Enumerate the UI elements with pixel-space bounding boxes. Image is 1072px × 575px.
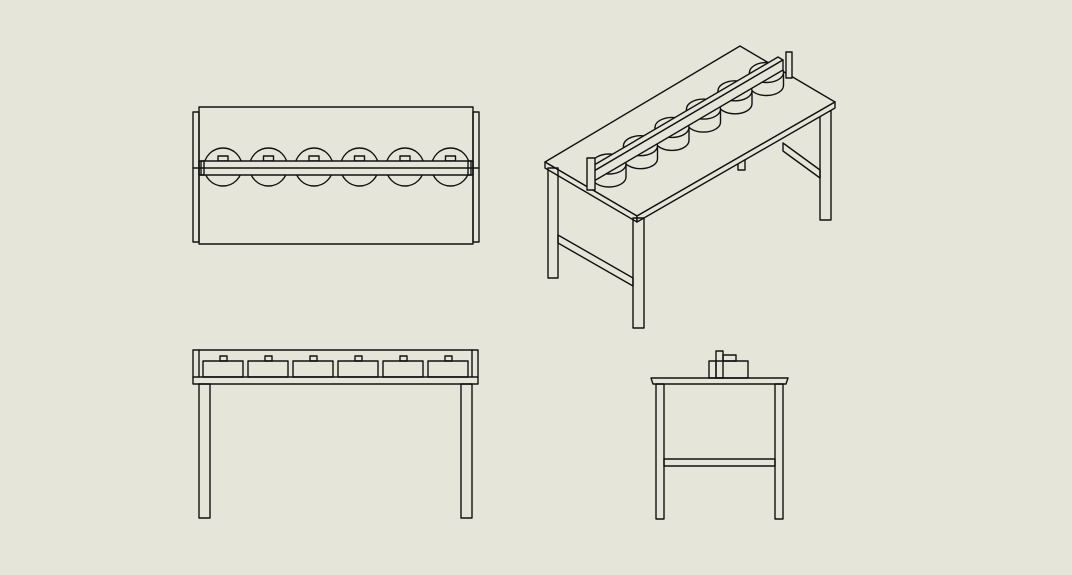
front-view <box>192 349 479 519</box>
top-roll-hub <box>353 155 366 162</box>
front-roll <box>247 360 289 378</box>
front-roll-hub <box>264 355 273 362</box>
isometric-view <box>544 45 836 329</box>
right-leg-edge <box>472 111 480 243</box>
iso-front-leg-right <box>632 217 645 329</box>
side-tabletop <box>650 377 789 385</box>
front-roll-hub <box>354 355 363 362</box>
side-view <box>650 350 789 520</box>
front-roll <box>382 360 424 378</box>
side-leg-right <box>774 383 784 520</box>
top-roll-hub <box>399 155 411 162</box>
side-stretcher <box>663 458 776 467</box>
left-leg-edge <box>192 111 200 243</box>
front-roll-hub <box>219 355 228 362</box>
front-leg-left <box>198 383 211 519</box>
top-roll-hub <box>444 155 457 162</box>
front-apron <box>192 349 479 385</box>
iso-front-leg-left <box>547 167 559 279</box>
iso-tabletop-side-edge <box>636 101 836 223</box>
top-roll-hub <box>308 155 320 162</box>
front-roll <box>427 360 469 378</box>
front-roll <box>337 360 379 378</box>
front-roll-hub <box>399 355 408 362</box>
iso-back-leg-right <box>819 110 832 221</box>
top-roll-hub <box>217 155 229 162</box>
rail-end-left <box>198 160 205 176</box>
side-bracket-arm <box>722 354 737 362</box>
rail-end-right <box>467 160 474 176</box>
side-roll <box>708 360 749 379</box>
iso-rail-back-bracket <box>785 51 793 79</box>
front-rolls <box>202 355 469 378</box>
front-roll-hub <box>309 355 318 362</box>
front-roll <box>202 360 244 378</box>
side-leg-left <box>655 383 665 520</box>
top-view <box>192 106 480 245</box>
front-roll-hub <box>444 355 453 362</box>
front-roll <box>292 360 334 378</box>
iso-back-stretcher <box>782 142 821 179</box>
iso-front-stretcher <box>557 234 634 287</box>
front-leg-right <box>460 383 473 519</box>
iso-rail-end-bracket <box>586 157 596 191</box>
top-roll-hub <box>262 155 275 162</box>
side-bracket-post <box>715 350 724 379</box>
